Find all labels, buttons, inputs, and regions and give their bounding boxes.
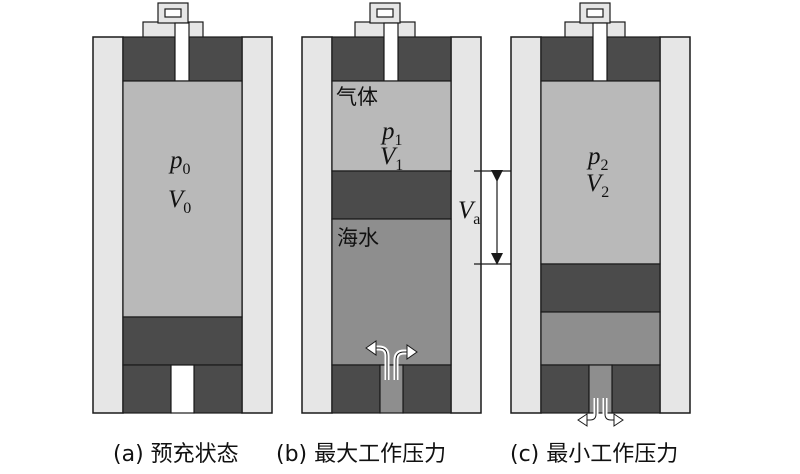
panel-b-pressure-symbol: p1 bbox=[380, 118, 403, 149]
panel-c-pressure-symbol: p2 bbox=[586, 143, 609, 174]
caption-panel-b: (b) 最大工作压力 bbox=[276, 442, 446, 467]
panel-a-left-wall bbox=[92, 36, 124, 414]
panel-c-volume-symbol: V2 bbox=[586, 170, 609, 201]
panel-a-bottom-cap-right bbox=[193, 364, 243, 414]
panel-c-left-wall bbox=[510, 36, 542, 414]
caption-panel-a: (a) 预充状态 bbox=[113, 442, 239, 467]
panel-b-bottom-cap-left bbox=[331, 364, 381, 414]
panel-a-bottom-port bbox=[170, 364, 195, 414]
panel-c-top-cap-left bbox=[540, 36, 594, 82]
panel-c-piston bbox=[540, 263, 661, 313]
panel-c-right-wall bbox=[659, 36, 691, 414]
panel-b-volume-symbol: V1 bbox=[380, 143, 403, 174]
panel-c-bottom-cap-left bbox=[540, 364, 590, 414]
panel-a-precharge: p0 V0 bbox=[92, 2, 273, 414]
panel-c-bottom-cap-right bbox=[611, 364, 661, 414]
panel-b-gas-chamber bbox=[331, 80, 452, 172]
panel-b-inflow-arrows-icon bbox=[365, 340, 418, 380]
panel-a-top-cap-right bbox=[188, 36, 243, 82]
panel-b-top-cap-right bbox=[397, 36, 452, 82]
panel-b-right-wall bbox=[450, 36, 482, 414]
panel-a-gas-chamber bbox=[122, 80, 243, 318]
panel-a-right-wall bbox=[241, 36, 273, 414]
caption-panel-c: (c) 最小工作压力 bbox=[510, 442, 678, 467]
panel-a-pressure-symbol: p0 bbox=[168, 147, 191, 178]
panel-a-top-valve bbox=[142, 2, 204, 39]
panel-b-water-chamber bbox=[331, 218, 452, 366]
panel-c-water-chamber bbox=[540, 311, 661, 366]
panel-c-top-cap-right bbox=[606, 36, 661, 82]
panel-a-bottom-cap-left bbox=[122, 364, 172, 414]
panel-c-outflow-arrows-icon bbox=[577, 398, 624, 427]
panel-a-volume-symbol: V0 bbox=[168, 186, 191, 217]
panel-c-min-pressure: p2 V2 bbox=[510, 2, 691, 427]
panel-a-top-cap-left bbox=[122, 36, 176, 82]
panel-b-bottom-port bbox=[379, 364, 404, 414]
panel-b-left-wall bbox=[301, 36, 333, 414]
panel-b-water-label: 海水 bbox=[337, 226, 379, 250]
panel-b-stroke-volume-symbol: Va bbox=[458, 197, 480, 228]
panel-b-gas-label: 气体 bbox=[336, 85, 378, 109]
panel-b-bottom-cap-right bbox=[402, 364, 452, 414]
panel-c-bottom-port bbox=[588, 364, 613, 414]
panel-b-top-cap-left bbox=[331, 36, 385, 82]
panel-b-piston bbox=[331, 170, 452, 220]
panel-b-max-pressure: 气体 海水 p1 V1 Va bbox=[301, 2, 520, 414]
panel-c-gas-chamber bbox=[540, 80, 661, 265]
panel-a-piston bbox=[122, 316, 243, 366]
